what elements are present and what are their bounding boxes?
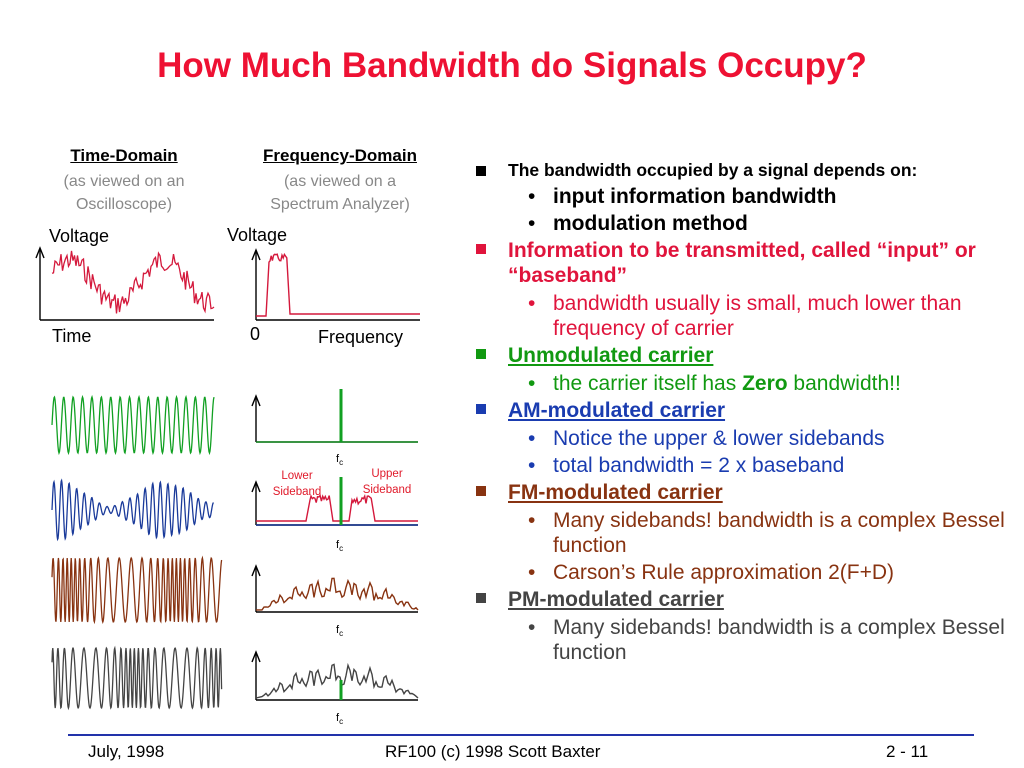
dot-bullet-icon: •	[528, 509, 536, 532]
frequency-domain-sub2: Spectrum Analyzer)	[270, 196, 410, 213]
square-bullet-icon	[476, 166, 486, 176]
square-bullet-icon	[476, 404, 486, 414]
am-sideband-spectrum	[256, 494, 418, 522]
waveform-diagram	[35, 246, 420, 711]
bullet-item: PM-modulated carrier	[474, 587, 1014, 612]
dot-bullet-icon: •	[528, 212, 536, 235]
fm-spectrum-axes	[251, 564, 418, 613]
fc-label-pm: fc	[336, 712, 344, 727]
dot-bullet-icon: •	[528, 561, 536, 584]
freq-zero-label: 0	[250, 324, 261, 344]
dot-bullet-icon: •	[528, 616, 536, 639]
fm-spectrum	[255, 577, 419, 611]
frequency-domain-heading: Frequency-Domain	[263, 146, 417, 165]
sub-bullet-text: Zero	[742, 372, 788, 395]
bullet-item: FM-modulated carrier	[474, 480, 1014, 505]
am-spectrum-axes	[251, 480, 418, 526]
fc-label-carrier: fc	[336, 453, 344, 468]
fc-label-am: fc	[336, 539, 344, 554]
square-bullet-icon	[476, 486, 486, 496]
am-time-wave	[51, 478, 214, 542]
square-bullet-icon	[476, 593, 486, 603]
sub-bullet-item: • input information bandwidth	[474, 184, 1014, 209]
sub-bullet-item: • Carson’s Rule approximation 2(F+D)	[474, 560, 1014, 585]
time-domain-sub1: (as viewed on an	[63, 173, 185, 190]
square-bullet-icon	[476, 349, 486, 359]
sub-bullet-text: Many sidebands! bandwidth is a complex B…	[553, 616, 1005, 664]
time-domain-axes	[35, 246, 214, 321]
sub-bullet-text: bandwidth usually is small, much lower t…	[553, 292, 962, 340]
bullet-item: The bandwidth occupied by a signal depen…	[474, 160, 1014, 181]
footer-page-number: 2 - 11	[886, 742, 929, 761]
bullet-list: The bandwidth occupied by a signal depen…	[474, 160, 1014, 667]
sub-bullet-text: the carrier itself has	[553, 372, 743, 395]
sub-bullet-item: • bandwidth usually is small, much lower …	[474, 291, 1014, 341]
bullet-text: AM-modulated carrier	[508, 399, 726, 422]
sub-bullet-text: input information bandwidth	[553, 185, 837, 208]
pm-spectrum	[255, 662, 419, 699]
baseband-spectrum	[256, 252, 420, 317]
baseband-time-wave	[51, 250, 215, 314]
dot-bullet-icon: •	[528, 292, 536, 315]
carrier-spectrum-axes	[251, 394, 418, 443]
footer-date: July, 1998	[88, 742, 165, 761]
bullet-text: FM-modulated carrier	[508, 481, 723, 504]
dot-bullet-icon: •	[528, 427, 536, 450]
sub-bullet-item: • total bandwidth = 2 x baseband	[474, 453, 1014, 478]
footer-rule	[68, 734, 974, 736]
bullet-item: Unmodulated carrier	[474, 343, 1014, 368]
time-x-label: Time	[52, 326, 92, 346]
bullet-text: Information to be transmitted, called “i…	[508, 239, 976, 287]
bullet-text: PM-modulated carrier	[508, 588, 724, 611]
fm-time-wave	[51, 555, 223, 625]
square-bullet-icon	[476, 244, 486, 254]
time-y-label: Voltage	[49, 226, 110, 246]
baseband-spectrum-axes	[251, 248, 420, 321]
sub-bullet-item: • Many sidebands! bandwidth is a complex …	[474, 615, 1014, 665]
slide-title: How Much Bandwidth do Signals Occupy?	[157, 46, 867, 85]
pm-spectrum-axes	[251, 650, 418, 701]
pm-time-wave	[51, 645, 223, 711]
bullet-text: Unmodulated carrier	[508, 344, 714, 367]
sub-bullet-text: bandwidth!!	[787, 372, 901, 395]
bullet-item: Information to be transmitted, called “i…	[474, 238, 1014, 288]
carrier-time-wave	[51, 394, 215, 456]
sub-bullet-text: Carson’s Rule approximation 2(F+D)	[553, 561, 895, 584]
time-domain-heading: Time-Domain	[70, 146, 178, 165]
time-domain-sub2: Oscilloscope)	[75, 196, 173, 213]
bullet-text: The bandwidth occupied by a signal depen…	[508, 160, 918, 180]
sub-bullet-item: • modulation method	[474, 211, 1014, 236]
sub-bullet-text: Many sidebands! bandwidth is a complex B…	[553, 509, 1005, 557]
sub-bullet-item: • the carrier itself has Zero bandwidth!!	[474, 371, 1014, 396]
freq-y-label: Voltage	[227, 225, 288, 245]
fc-label-fm: fc	[336, 624, 344, 639]
sub-bullet-text: modulation method	[553, 212, 748, 235]
freq-x-label: Frequency	[318, 327, 404, 347]
dot-bullet-icon: •	[528, 185, 536, 208]
sub-bullet-item: • Many sidebands! bandwidth is a complex …	[474, 508, 1014, 558]
frequency-domain-sub1: (as viewed on a	[283, 173, 397, 190]
sub-bullet-text: Notice the upper & lower sidebands	[553, 427, 885, 450]
bullet-item: AM-modulated carrier	[474, 398, 1014, 423]
dot-bullet-icon: •	[528, 454, 536, 477]
footer-course: RF100 (c) 1998 Scott Baxter	[385, 742, 601, 761]
sub-bullet-item: • Notice the upper & lower sidebands	[474, 426, 1014, 451]
sub-bullet-text: total bandwidth = 2 x baseband	[553, 454, 845, 477]
dot-bullet-icon: •	[528, 372, 536, 395]
